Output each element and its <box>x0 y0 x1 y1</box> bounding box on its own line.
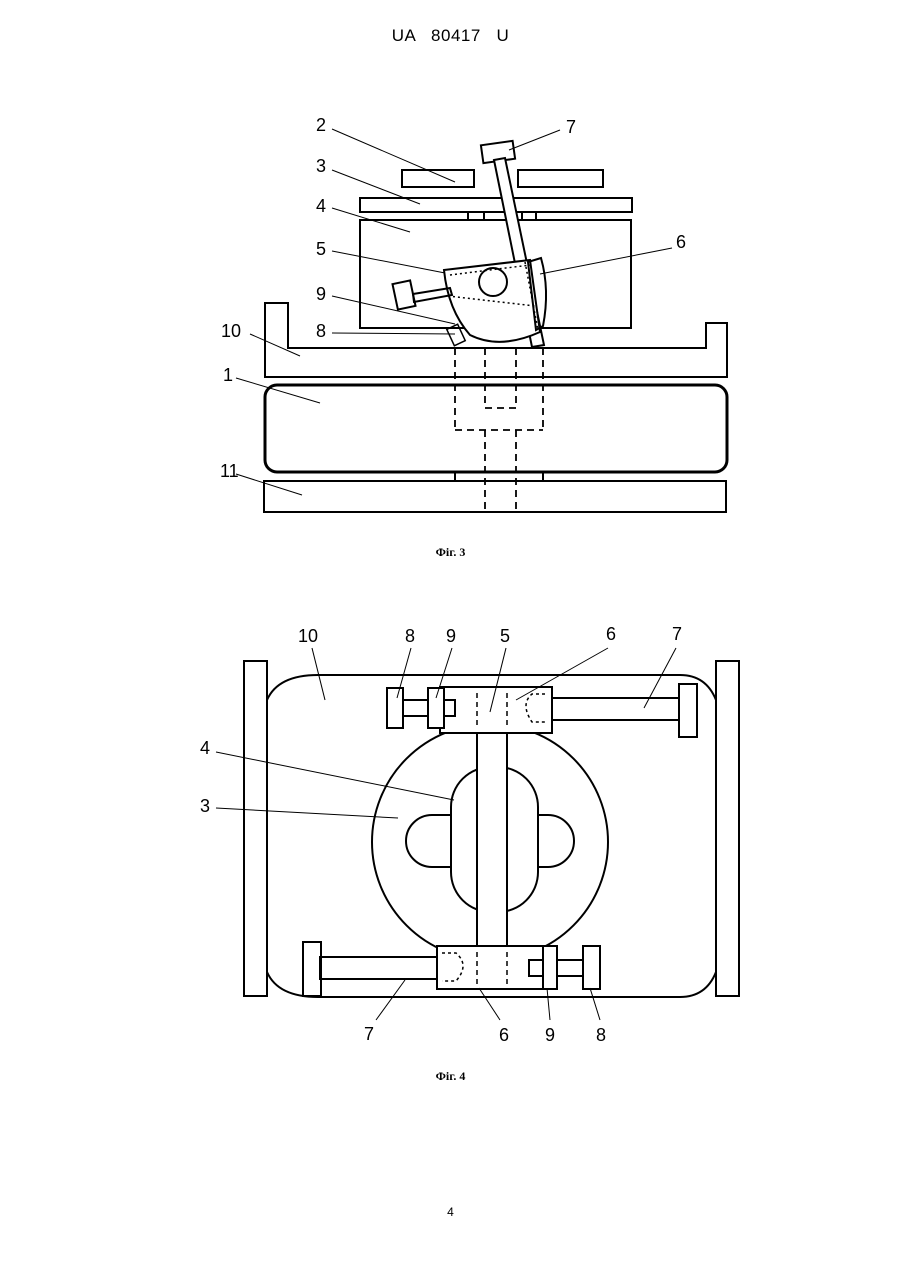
fig3-part-3-plate <box>360 198 632 212</box>
fig4-label-6-bottom: 6 <box>499 1025 509 1045</box>
fig3-label-9: 9 <box>316 284 326 304</box>
fig4-label-7-bottom: 7 <box>364 1024 374 1044</box>
fig3-label-8: 8 <box>316 321 326 341</box>
fig4-label-8-top: 8 <box>405 626 415 646</box>
fig3-label-2: 2 <box>316 115 326 135</box>
fig4-label-7-top: 7 <box>672 624 682 644</box>
figure-3-drawing <box>236 129 727 512</box>
fig3-part-1-block <box>265 385 727 472</box>
fig4-bottom-bolt-7-head <box>303 942 321 996</box>
fig4-bottom-block <box>437 946 550 989</box>
fig4-label-10-top: 10 <box>298 626 318 646</box>
fig3-part-9-screw-head <box>392 280 415 309</box>
figure-3-caption: Фіг. 3 <box>0 545 901 560</box>
fig4-top-block <box>440 687 552 733</box>
fig3-label-11: 11 <box>220 461 239 481</box>
fig4-top-part-9 <box>428 688 444 728</box>
fig3-part-2-right-plate <box>518 170 603 187</box>
fig3-part-5-eccentric <box>444 260 540 342</box>
fig4-label-3: 3 <box>200 796 210 816</box>
fig4-label-8-bottom: 8 <box>596 1025 606 1045</box>
fig4-label-4: 4 <box>200 738 210 758</box>
fig4-bottom-part-9 <box>543 946 557 989</box>
fig3-label-3: 3 <box>316 156 326 176</box>
fig4-label-5-top: 5 <box>500 626 510 646</box>
figure-4-drawing <box>216 648 739 1020</box>
fig4-center-bar <box>477 733 507 946</box>
figure-4-caption: Фіг. 4 <box>0 1069 901 1084</box>
fig3-part-11-base <box>264 481 726 512</box>
fig3-label-7: 7 <box>566 117 576 137</box>
fig4-right-side-bar <box>716 661 739 996</box>
fig4-label-9-top: 9 <box>446 626 456 646</box>
page-number: 4 <box>0 1205 901 1219</box>
fig4-top-bolt-7-head <box>679 684 697 737</box>
fig4-label-6-top: 6 <box>606 624 616 644</box>
fig3-label-5: 5 <box>316 239 326 259</box>
fig4-top-part-8 <box>387 688 403 728</box>
fig3-label-6: 6 <box>676 232 686 252</box>
fig3-part-2-left-plate <box>402 170 474 187</box>
fig4-bottom-part-8 <box>583 946 600 989</box>
fig3-label-4: 4 <box>316 196 326 216</box>
fig4-label-9-bottom: 9 <box>545 1025 555 1045</box>
fig4-left-side-bar <box>244 661 267 996</box>
fig3-label-1: 1 <box>223 365 233 385</box>
fig3-label-10: 10 <box>221 321 241 341</box>
